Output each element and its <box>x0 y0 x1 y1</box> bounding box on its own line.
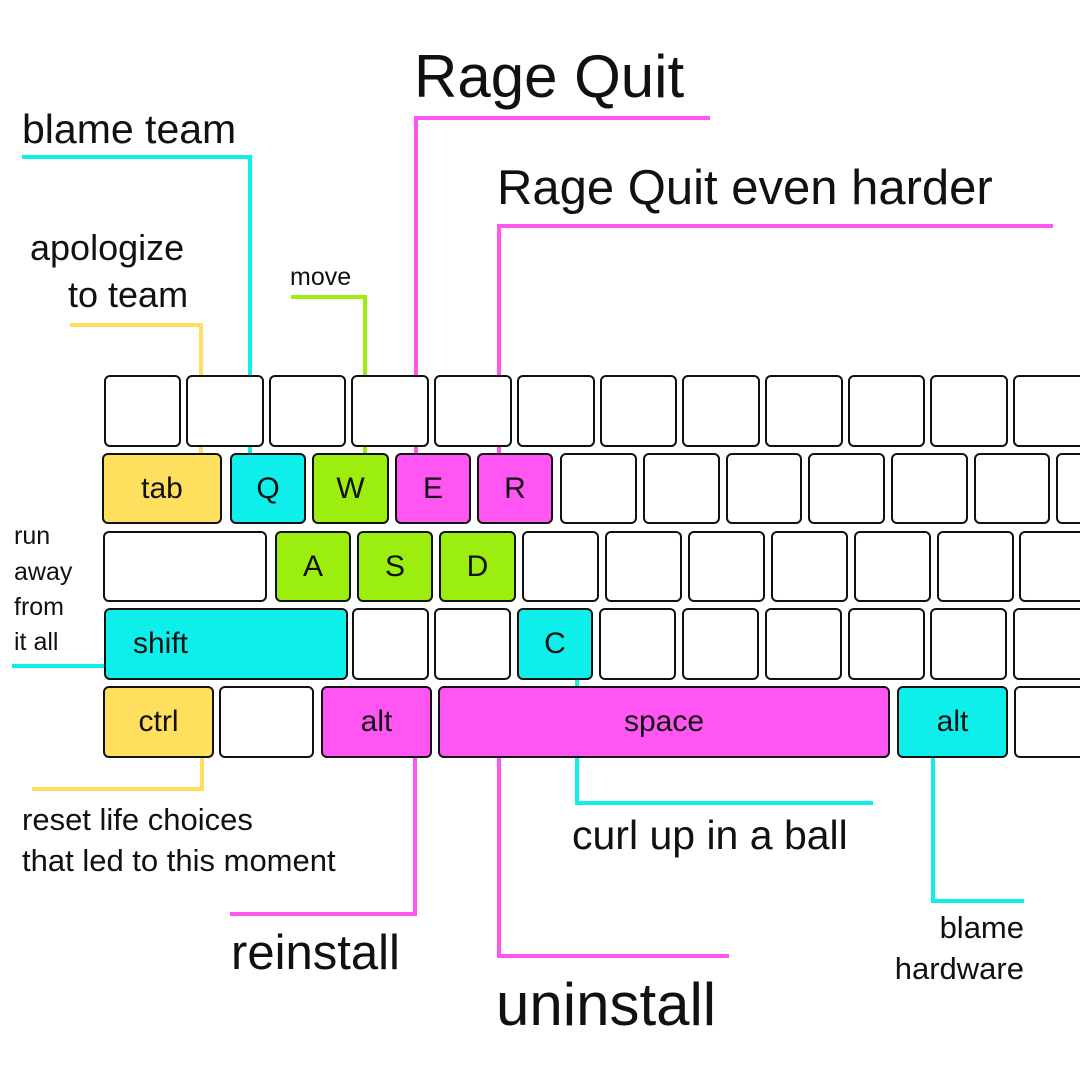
key-blank[interactable] <box>186 375 264 447</box>
key-blank[interactable] <box>522 531 599 602</box>
label-reset-line1: reset life choices <box>22 802 253 837</box>
key-shift[interactable]: shift <box>104 608 348 680</box>
label-run-line3: from <box>14 593 64 621</box>
connector-reinstall <box>230 758 417 916</box>
key-blank[interactable] <box>930 608 1007 680</box>
label-reinstall: reinstall <box>231 926 400 980</box>
label-move: move <box>290 263 352 291</box>
key-blank[interactable] <box>848 608 925 680</box>
key-blank[interactable] <box>219 686 314 758</box>
key-w[interactable]: W <box>312 453 389 524</box>
key-e[interactable]: E <box>395 453 471 524</box>
label-apologize-line2: to team <box>68 274 189 315</box>
key-blank[interactable] <box>352 608 429 680</box>
key-blank[interactable] <box>434 375 512 447</box>
label-run-line1: run <box>14 522 51 550</box>
key-blank[interactable] <box>269 375 346 447</box>
label-reset-line2: that led to this moment <box>22 843 336 878</box>
key-a[interactable]: A <box>275 531 351 602</box>
key-blank[interactable] <box>351 375 429 447</box>
connector-reset <box>32 758 204 791</box>
key-blank[interactable] <box>1013 608 1080 680</box>
connector-blame-team <box>22 155 252 455</box>
key-blank[interactable] <box>937 531 1014 602</box>
key-blank[interactable] <box>808 453 885 524</box>
label-blame-hardware-line2: hardware <box>894 951 1024 986</box>
key-blank[interactable] <box>771 531 848 602</box>
label-run-line2: away <box>14 558 73 586</box>
key-r[interactable]: R <box>477 453 553 524</box>
key-blank[interactable] <box>1019 531 1080 602</box>
key-space[interactable]: space <box>438 686 890 758</box>
key-blank[interactable] <box>688 531 765 602</box>
key-blank[interactable] <box>600 375 677 447</box>
key-blank[interactable] <box>765 608 842 680</box>
label-run-line4: it all <box>14 628 59 656</box>
key-blank[interactable] <box>517 375 595 447</box>
key-q[interactable]: Q <box>230 453 306 524</box>
key-blank[interactable] <box>605 531 682 602</box>
connector-rage-quit <box>414 116 710 455</box>
key-blank[interactable] <box>434 608 511 680</box>
key-alt-left[interactable]: alt <box>321 686 432 758</box>
label-blame-hardware-line1: blame <box>939 910 1024 945</box>
key-blank[interactable] <box>599 608 676 680</box>
key-blank[interactable] <box>974 453 1050 524</box>
key-blank[interactable] <box>1056 453 1080 524</box>
key-blank[interactable] <box>682 608 759 680</box>
key-blank[interactable] <box>848 375 925 447</box>
key-tab[interactable]: tab <box>102 453 222 524</box>
label-rage-quit-harder: Rage Quit even harder <box>497 161 993 215</box>
key-blank[interactable] <box>643 453 720 524</box>
label-curl-up: curl up in a ball <box>572 812 848 858</box>
key-blank[interactable] <box>103 531 267 602</box>
key-blank[interactable] <box>682 375 760 447</box>
key-blank[interactable] <box>1014 686 1080 758</box>
key-s[interactable]: S <box>357 531 433 602</box>
label-apologize-line1: apologize <box>30 227 185 268</box>
key-blank[interactable] <box>891 453 968 524</box>
label-rage-quit: Rage Quit <box>414 43 685 110</box>
key-blank[interactable] <box>726 453 802 524</box>
key-blank[interactable] <box>560 453 637 524</box>
key-c[interactable]: C <box>517 608 593 680</box>
key-ctrl[interactable]: ctrl <box>103 686 214 758</box>
label-uninstall: uninstall <box>496 971 717 1038</box>
key-blank[interactable] <box>854 531 931 602</box>
key-blank[interactable] <box>765 375 843 447</box>
key-blank[interactable] <box>1013 375 1080 447</box>
key-d[interactable]: D <box>439 531 516 602</box>
connector-blame-hardware <box>931 758 1024 903</box>
key-alt-right[interactable]: alt <box>897 686 1008 758</box>
key-blank[interactable] <box>104 375 181 447</box>
connector-uninstall <box>497 758 729 958</box>
key-blank[interactable] <box>930 375 1008 447</box>
label-blame-team: blame team <box>22 106 237 152</box>
